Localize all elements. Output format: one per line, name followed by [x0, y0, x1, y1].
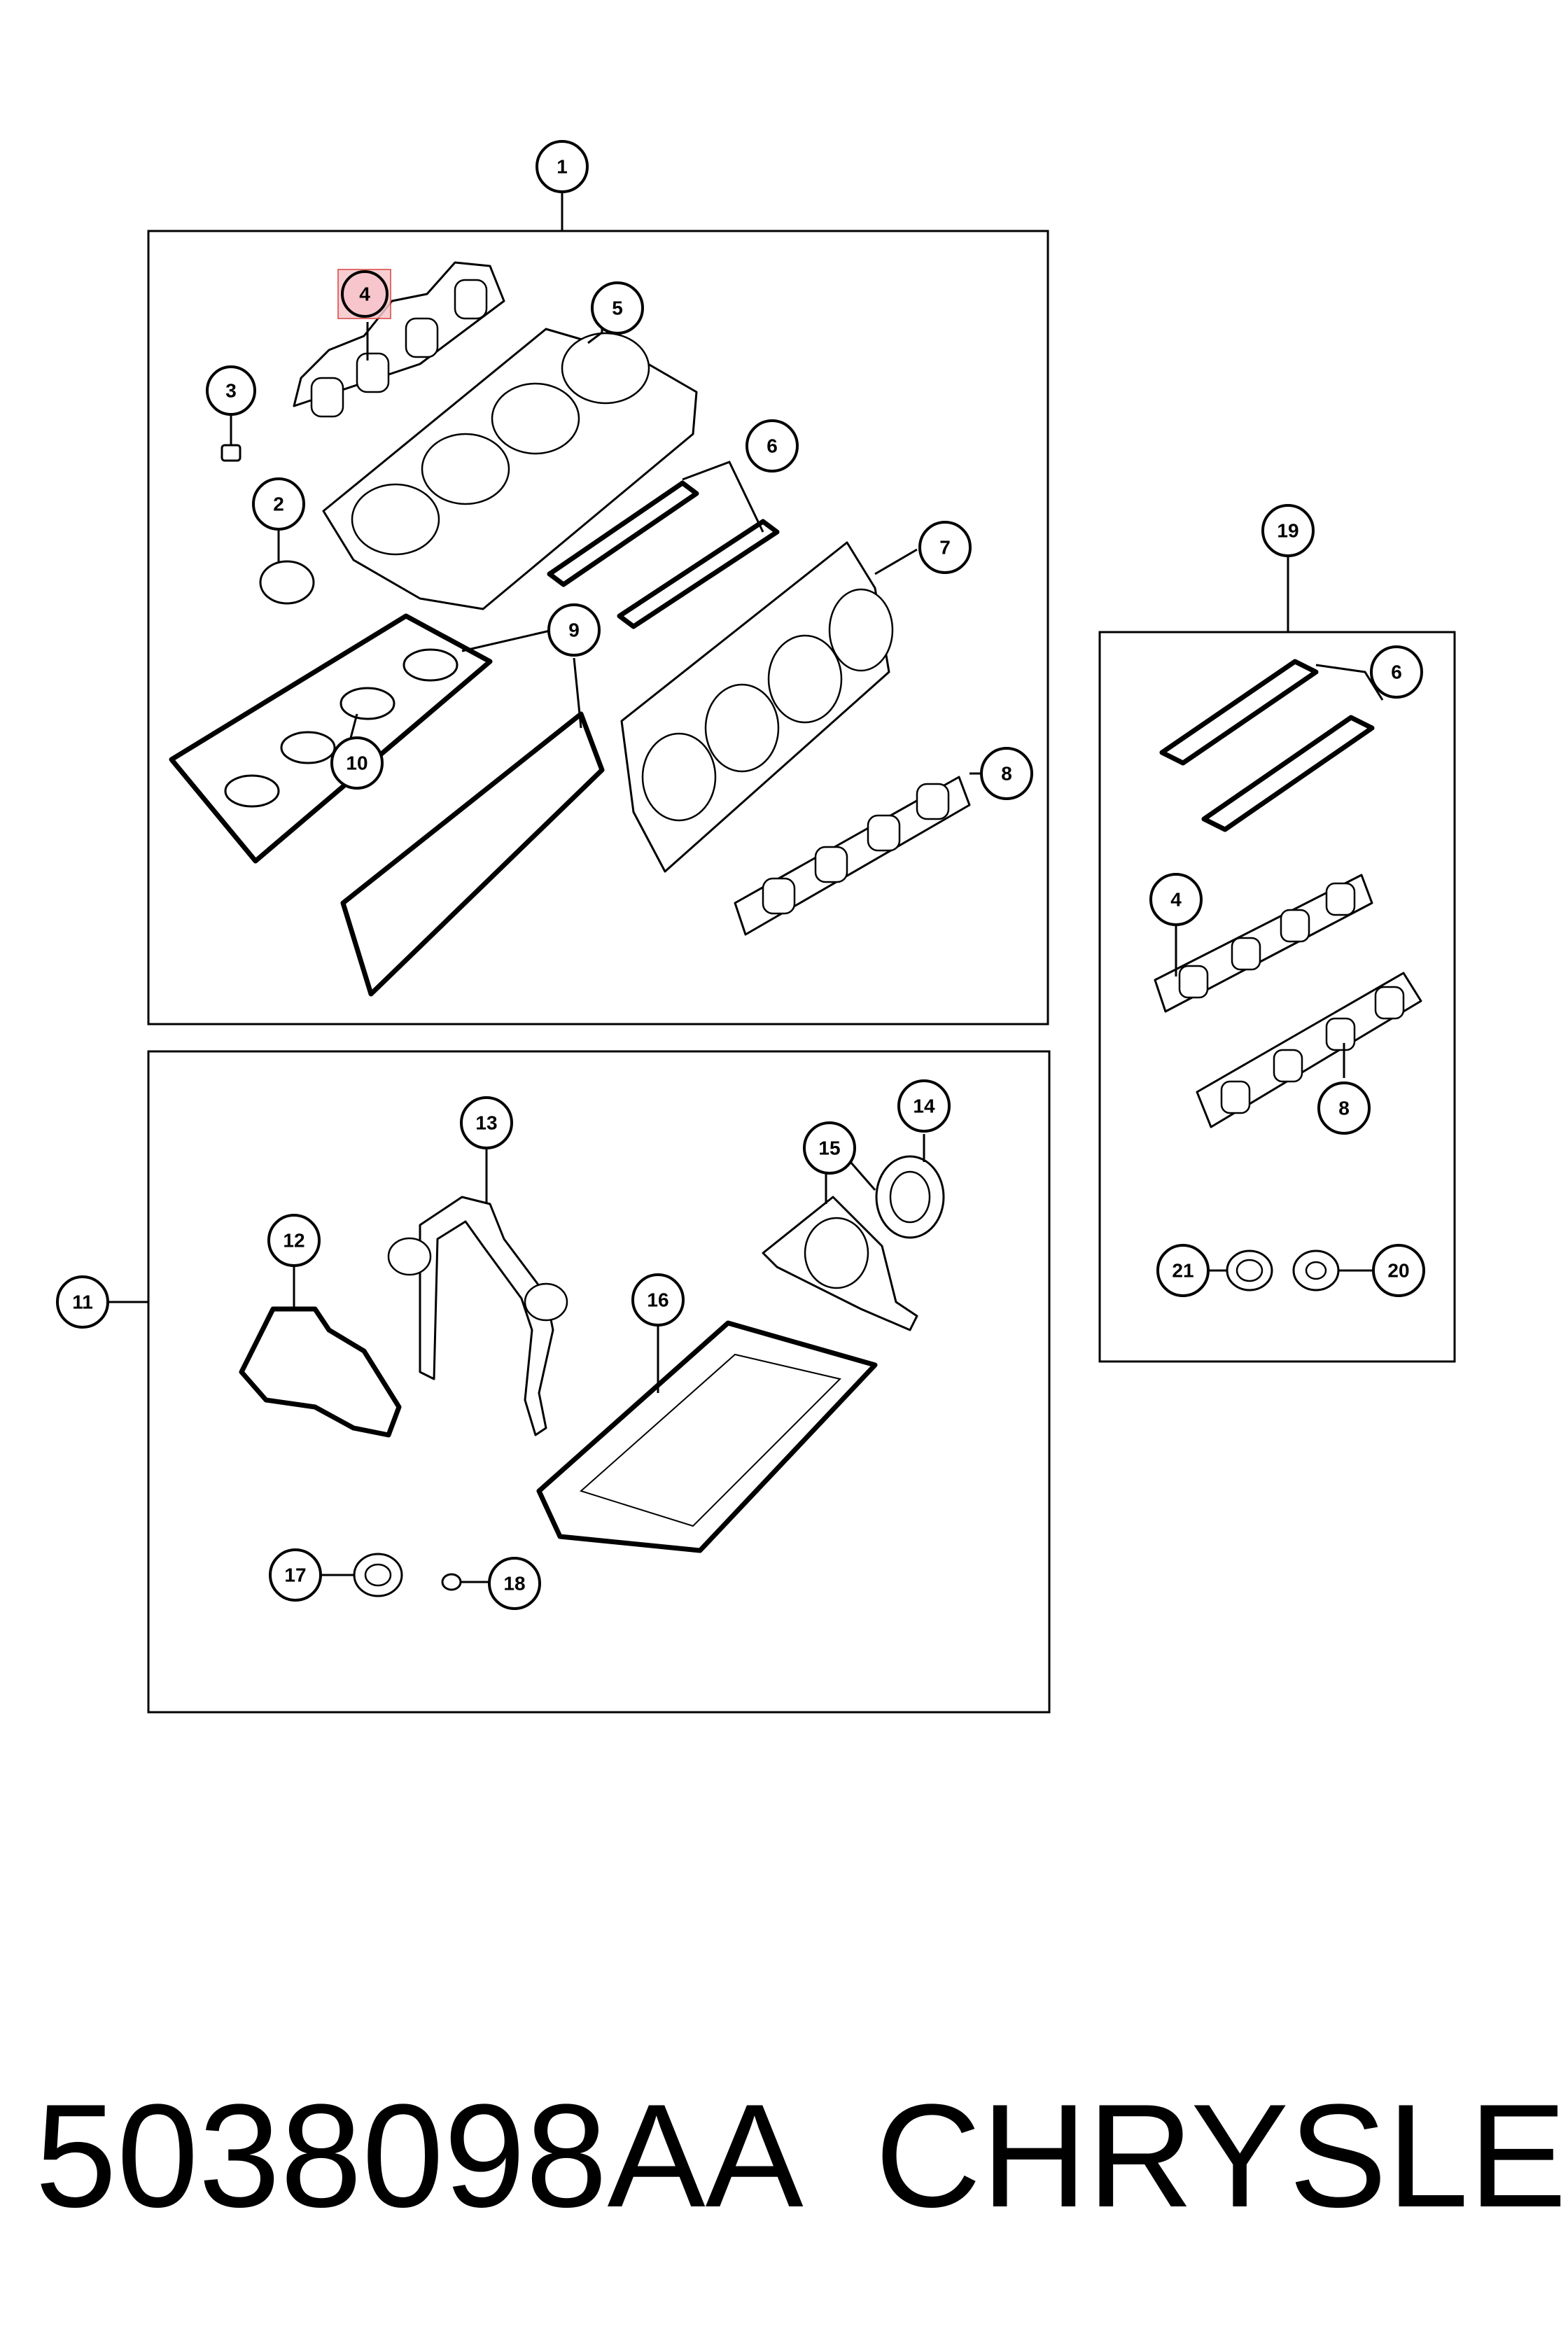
callout-16[interactable]: 16 [631, 1273, 685, 1326]
callout-13[interactable]: 13 [460, 1096, 513, 1149]
water-pump-gasket [239, 1306, 402, 1438]
cup-plug [220, 444, 241, 462]
rear-seal-retainer [762, 1196, 918, 1331]
callout-19[interactable]: 19 [1261, 504, 1315, 557]
callout-21[interactable]: 21 [1156, 1244, 1210, 1297]
exhaust-manifold-gasket-kit-upper [1154, 874, 1373, 1013]
svg-text:17: 17 [284, 1564, 306, 1586]
callout-8-kit[interactable]: 8 [1317, 1082, 1371, 1135]
svg-text:20: 20 [1387, 1260, 1409, 1282]
svg-text:4: 4 [1170, 889, 1182, 911]
oil-pan-gasket [536, 1320, 878, 1553]
exhaust-manifold-gasket-lower [734, 776, 971, 936]
callout-1[interactable]: 1 [536, 140, 589, 193]
callout-11[interactable]: 11 [56, 1275, 109, 1329]
svg-text:6: 6 [766, 435, 778, 457]
spark-plug-tube-seals [224, 648, 458, 808]
valve-stem-seal-exhaust [1292, 1250, 1340, 1292]
lower-gasket-set-frame [147, 1050, 1051, 1714]
svg-text:19: 19 [1277, 520, 1298, 542]
small-o-ring [441, 1573, 462, 1591]
callout-10[interactable]: 10 [330, 736, 384, 790]
valve-cover-gasket-pair [169, 613, 605, 997]
exhaust-manifold-gasket-kit-lower [1196, 972, 1422, 1128]
svg-text:1: 1 [556, 156, 568, 178]
callout-6-kit[interactable]: 6 [1370, 645, 1423, 699]
front-crankshaft-seal [353, 1553, 403, 1597]
callout-2[interactable]: 2 [252, 477, 305, 531]
timing-cover-gasket [387, 1196, 568, 1436]
svg-text:11: 11 [72, 1292, 93, 1313]
brand-name: CHRYSLER [875, 2073, 1568, 2238]
callout-14[interactable]: 14 [897, 1079, 951, 1133]
callout-15[interactable]: 15 [803, 1121, 856, 1175]
svg-text:14: 14 [913, 1096, 935, 1117]
svg-text:7: 7 [939, 537, 951, 559]
valve-grind-set-frame [1098, 631, 1456, 1363]
svg-text:5: 5 [612, 298, 623, 319]
svg-text:6: 6 [1391, 662, 1402, 683]
svg-text:8: 8 [1001, 763, 1012, 785]
svg-text:3: 3 [225, 380, 237, 402]
svg-text:9: 9 [568, 620, 580, 641]
callout-8[interactable]: 8 [980, 747, 1033, 800]
svg-text:13: 13 [475, 1112, 497, 1134]
exhaust-manifold-gasket-upper [293, 261, 505, 418]
upper-gasket-set-frame [147, 230, 1049, 1026]
callout-12[interactable]: 12 [267, 1214, 321, 1267]
callout-7[interactable]: 7 [918, 521, 972, 574]
intake-manifold-gasket-pair-kit [1159, 659, 1375, 832]
rear-main-seal [875, 1155, 945, 1239]
leader-lines [106, 187, 1384, 1583]
o-ring-seal [259, 560, 315, 605]
cylinder-head-gasket-left [322, 328, 698, 610]
svg-text:10: 10 [346, 752, 368, 774]
callout-17[interactable]: 17 [269, 1548, 322, 1602]
svg-text:16: 16 [647, 1289, 668, 1311]
callout-6[interactable]: 6 [746, 419, 799, 472]
svg-text:8: 8 [1338, 1098, 1350, 1119]
callout-9[interactable]: 9 [547, 603, 601, 657]
callout-3[interactable]: 3 [206, 365, 256, 416]
cylinder-head-gasket-right [620, 541, 894, 873]
svg-text:15: 15 [818, 1138, 840, 1159]
svg-text:2: 2 [273, 493, 284, 515]
callout-5[interactable]: 5 [591, 281, 644, 335]
callout-20[interactable]: 20 [1372, 1244, 1425, 1297]
callout-4[interactable]: 4 [341, 270, 388, 318]
callout-18[interactable]: 18 [488, 1557, 541, 1610]
svg-text:21: 21 [1172, 1260, 1194, 1282]
svg-text:12: 12 [283, 1230, 304, 1252]
svg-text:4: 4 [359, 284, 370, 305]
callout-4-kit[interactable]: 4 [1149, 873, 1203, 926]
part-number: 5038098AA [35, 2073, 804, 2238]
intake-manifold-gasket-pair-upper [547, 480, 780, 629]
valve-stem-seal-intake [1226, 1250, 1273, 1292]
svg-text:18: 18 [503, 1573, 525, 1595]
